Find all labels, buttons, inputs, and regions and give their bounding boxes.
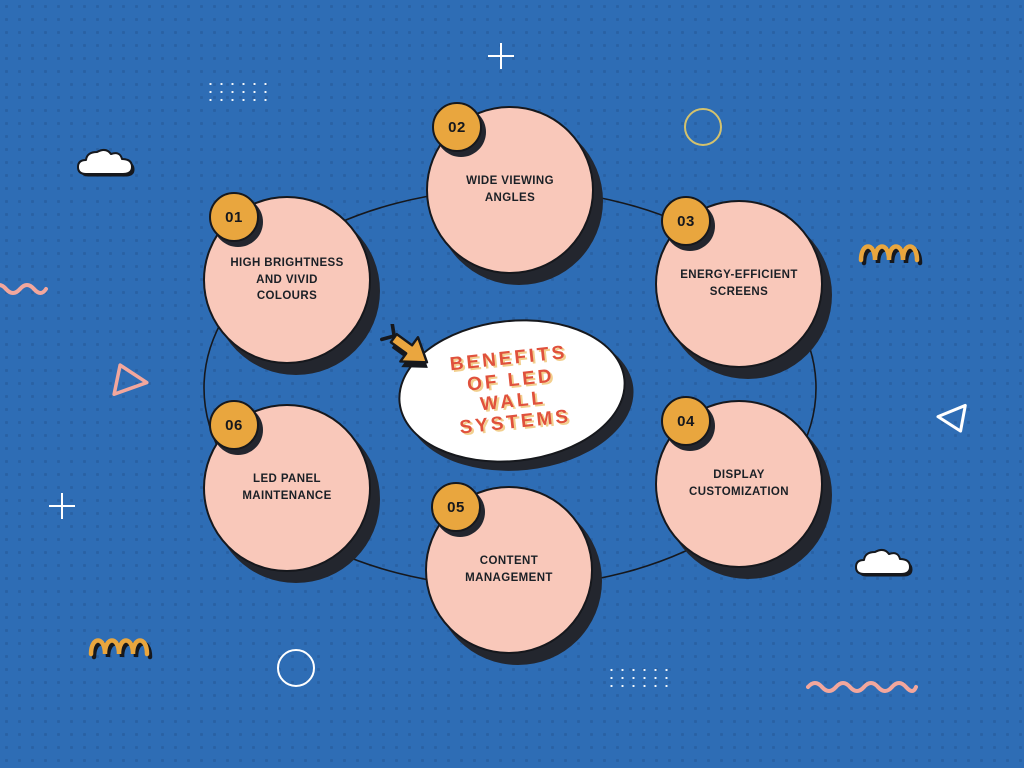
triangle-outline-icon — [936, 403, 967, 433]
benefit-node-02: 02 WIDE VIEWING ANGLES — [426, 102, 594, 274]
number-badge-02: 02 — [432, 102, 482, 152]
arrow-icon — [380, 324, 429, 368]
squiggle-icon — [858, 244, 923, 266]
dots-grid — [606, 666, 672, 690]
plus-icon — [49, 493, 75, 519]
number-badge-05: 05 — [431, 482, 481, 532]
benefit-label-01: HIGH BRIGHTNESS AND VIVID COLOURS — [230, 256, 344, 303]
squiggle-icon — [88, 638, 153, 660]
benefit-label-04: DISPLAY CUSTOMIZATION — [689, 469, 789, 498]
wave-icon — [0, 283, 48, 295]
cloud-icon — [77, 148, 135, 177]
benefit-node-01: 01 HIGH BRIGHTNESS AND VIVID COLOURS — [203, 192, 371, 364]
benefit-node-04: 04 DISPLAY CUSTOMIZATION — [655, 396, 823, 568]
badge-number: 01 — [225, 208, 243, 226]
badge-number: 06 — [225, 416, 243, 434]
number-badge-03: 03 — [661, 196, 711, 246]
benefit-label-03: ENERGY-EFFICIENT SCREENS — [680, 269, 798, 298]
circle-outline-icon — [277, 649, 315, 687]
badge-number: 03 — [677, 212, 695, 230]
benefit-node-03: 03 ENERGY-EFFICIENT SCREENS — [655, 196, 823, 368]
benefit-node-06: 06 LED PANEL MAINTENANCE — [203, 400, 371, 572]
number-badge-04: 04 — [661, 396, 711, 446]
page-title: BENEFITS OF LED WALL SYSTEMS — [449, 343, 575, 440]
badge-number: 02 — [448, 118, 466, 136]
dots-grid — [205, 80, 271, 104]
circle-outline-icon — [684, 108, 722, 146]
benefit-label-06: LED PANEL MAINTENANCE — [242, 473, 332, 502]
number-badge-01: 01 — [209, 192, 259, 242]
benefit-label-05: CONTENT MANAGEMENT — [465, 555, 553, 584]
number-badge-06: 06 — [209, 400, 259, 450]
plus-icon — [488, 43, 514, 69]
triangle-outline-icon — [112, 363, 149, 396]
wave-icon — [806, 681, 918, 693]
benefit-node-05: 05 CONTENT MANAGEMENT — [425, 482, 593, 654]
badge-number: 05 — [447, 498, 465, 516]
benefit-label-02: WIDE VIEWING ANGLES — [466, 175, 554, 204]
badge-number: 04 — [677, 412, 695, 430]
cloud-icon — [855, 548, 913, 577]
